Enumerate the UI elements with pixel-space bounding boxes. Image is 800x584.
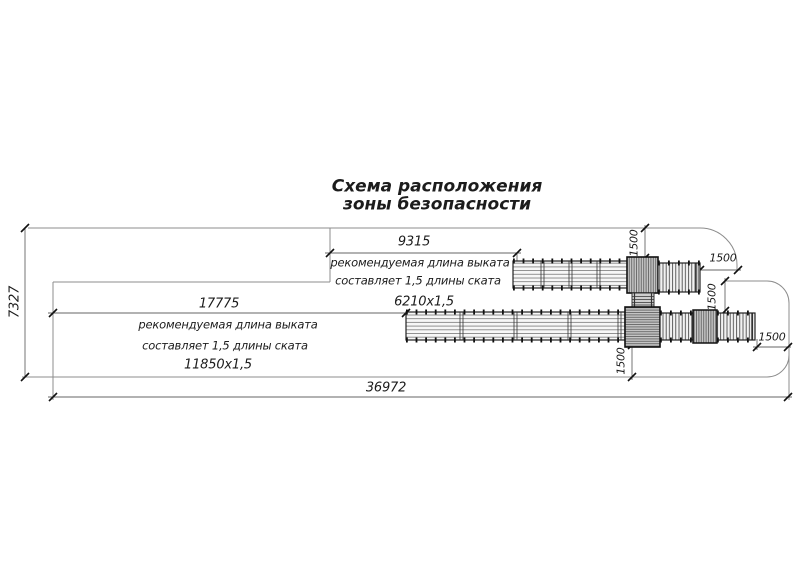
note-upper-line2: составляет 1,5 длины ската <box>335 273 501 288</box>
dim-label-clearance-lower-right: 1500 <box>758 330 786 344</box>
dim-label-upper-slide-size: 6210x1,5 <box>394 294 454 310</box>
drawing-title-line1: Схема расположения <box>331 176 543 197</box>
safety-zone-boundary <box>22 227 790 400</box>
note-lower-line1: рекомендуемая длина выката <box>138 317 318 332</box>
upper-walkway <box>657 260 701 295</box>
dim-label-total-width: 36972 <box>365 380 407 396</box>
dimension-ticks <box>20 223 793 402</box>
upper-tower-platform <box>626 256 659 294</box>
dim-label-clearance-upper-right: 1500 <box>709 251 737 265</box>
dim-label-lower-slide-size: 11850x1,5 <box>184 357 252 373</box>
lower-tower-platform <box>624 306 661 348</box>
ladder <box>631 292 655 308</box>
lower-mid-platform <box>692 309 718 344</box>
drawing-title-line2: зоны безопасности <box>342 194 532 215</box>
lower-walkway-left <box>659 310 694 343</box>
dim-label-clearance-top: 1500 <box>627 229 641 257</box>
dim-label-lower-runout: 17775 <box>198 296 240 312</box>
lower-walkway-right <box>716 310 756 343</box>
note-lower-line2: составляет 1,5 длины ската <box>142 338 308 353</box>
upper-slide-ramp <box>512 258 630 291</box>
dimension-lines <box>24 225 792 398</box>
note-upper-line1: рекомендуемая длина выката <box>330 255 510 270</box>
dim-label-upper-runout: 9315 <box>397 234 431 250</box>
dim-label-clearance-bottom-left: 1500 <box>614 347 628 375</box>
dim-label-total-height: 7327 <box>7 285 23 319</box>
dim-label-clearance-mid-right: 1500 <box>705 283 719 311</box>
lower-slide-ramp <box>405 309 626 343</box>
